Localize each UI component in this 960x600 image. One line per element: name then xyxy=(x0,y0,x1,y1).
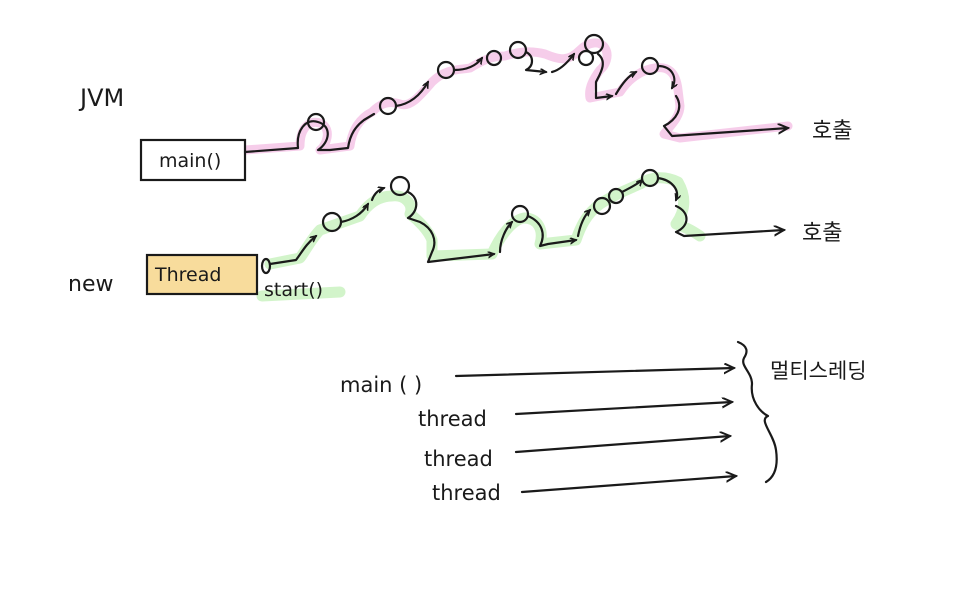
thread-start-node xyxy=(260,257,272,275)
summary-thread-arrow-1 xyxy=(514,402,732,416)
main-call-node xyxy=(306,112,326,132)
main-box xyxy=(139,138,247,182)
thread-flow-line xyxy=(268,236,316,266)
thread-call-node xyxy=(510,204,530,224)
thread-call-node xyxy=(592,196,612,216)
jvm-label: JVM xyxy=(78,84,124,112)
summary-thread-arrow-3 xyxy=(520,476,736,494)
summary-thread-label-2: thread xyxy=(424,447,493,471)
thread-box xyxy=(145,253,259,296)
new-keyword-label: new xyxy=(68,272,113,297)
thread-box-label: Thread xyxy=(154,264,221,286)
start-method-label: start() xyxy=(264,279,323,301)
summary-thread-arrow-2 xyxy=(514,436,730,454)
main-call-node xyxy=(508,40,528,60)
main-flow: main() 호출 xyxy=(139,33,852,182)
main-flow-line xyxy=(243,112,376,154)
thread-call-node xyxy=(607,187,625,205)
thread-call-node xyxy=(389,175,411,197)
main-call-node xyxy=(577,49,595,67)
main-call-node xyxy=(583,33,605,55)
multithreading-summary: main ( ) thread thread thread 멀티스레딩 xyxy=(340,340,867,505)
main-call-node xyxy=(485,49,503,67)
summary-main-arrow xyxy=(454,368,734,378)
thread-flow: new Thread start() 호출 xyxy=(68,168,842,302)
main-call-label: 호출 xyxy=(812,119,852,144)
main-box-label: main() xyxy=(159,150,221,172)
multithreading-label: 멀티스레딩 xyxy=(770,359,867,383)
summary-brace xyxy=(736,340,778,484)
thread-flow-highlight xyxy=(256,172,706,302)
thread-call-label: 호출 xyxy=(802,221,842,246)
summary-thread-label-3: thread xyxy=(432,481,501,505)
summary-main-label: main ( ) xyxy=(340,373,422,397)
summary-thread-label-1: thread xyxy=(418,407,487,431)
